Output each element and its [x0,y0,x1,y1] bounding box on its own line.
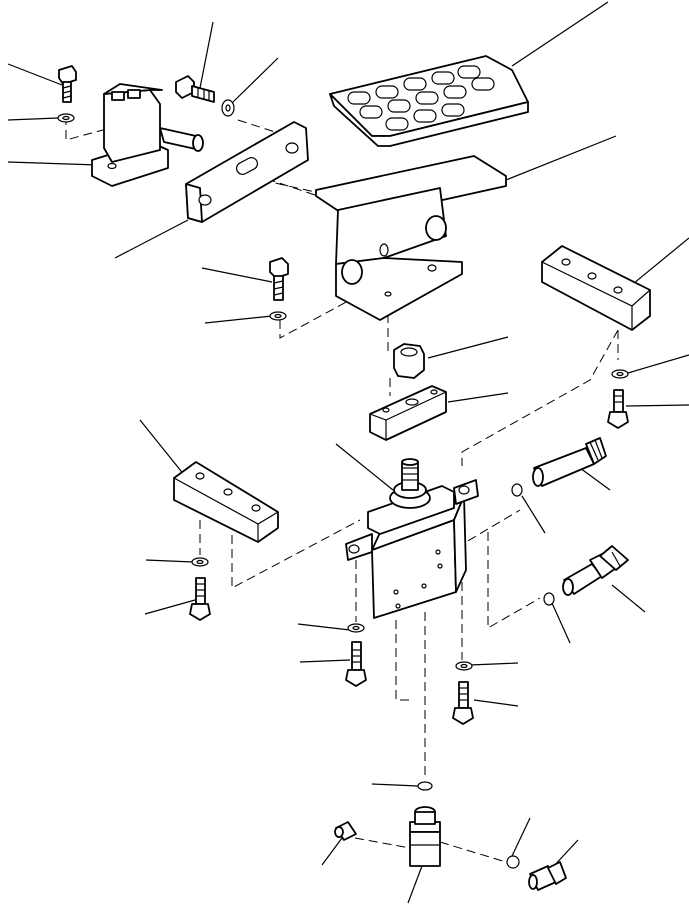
hex-nut [393,343,425,379]
bottom-o-ring-right [506,855,520,869]
bottom-tee-fitting [409,806,441,867]
top-washer [221,99,235,117]
lower-left-washer [347,623,365,633]
pivot-bracket [91,83,204,187]
o-ring-upper [511,483,523,497]
elbow-fitting [562,545,629,596]
top-bolt [175,75,215,103]
middle-bolt [269,257,289,301]
pedal-bracket [315,155,507,321]
top-left-washer [57,113,75,123]
lower-left-bolt [345,641,367,687]
spacer-block [369,385,447,441]
lower-right-bolt [452,681,474,725]
leader-lines [7,1,689,904]
lower-right-washer [455,661,473,671]
left-rail-block [173,461,279,543]
top-left-bolt [58,65,77,103]
right-rail-block [541,245,651,331]
bottom-o-ring [417,781,433,791]
left-washer [191,557,209,567]
right-washer [611,369,629,379]
bottom-left-plug [334,821,357,841]
middle-washer [269,311,287,321]
mounting-plate [185,121,309,223]
pedal-pad [329,55,529,147]
bottom-right-fitting [528,861,567,891]
right-bolt [607,389,629,429]
straight-fitting [532,437,607,487]
valve-body [345,458,479,619]
left-bolt [189,577,211,621]
o-ring-lower [543,592,555,606]
